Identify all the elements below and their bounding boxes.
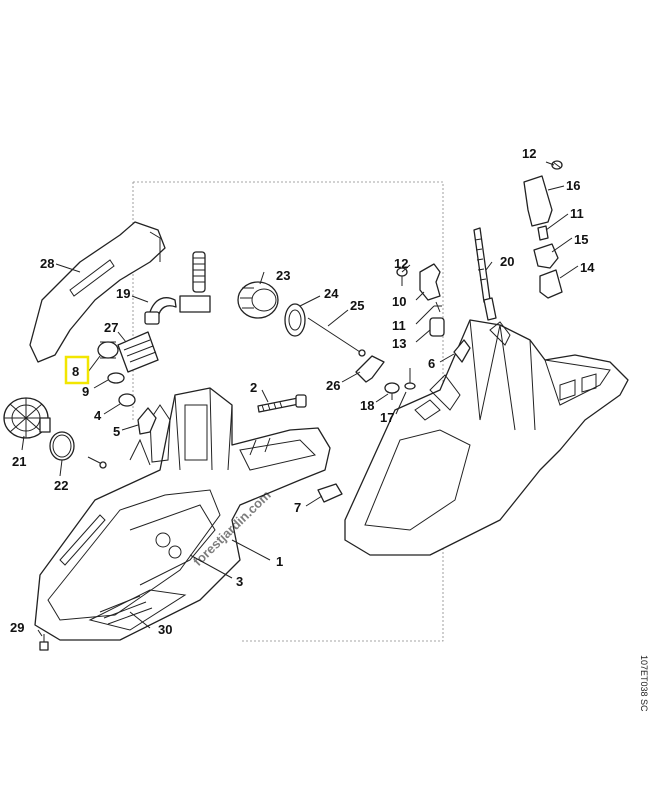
part-25-rod (307, 317, 361, 353)
callout-25: 25 (350, 298, 364, 313)
callout-24: 24 (324, 286, 339, 301)
callout-9: 9 (82, 384, 89, 399)
part-28-handle-grip (29, 221, 166, 363)
part-5 (137, 407, 157, 435)
callout-18: 18 (360, 398, 374, 413)
highlight-box (64, 355, 90, 385)
part-21-cap (3, 397, 51, 439)
part-9-o-ring (107, 372, 125, 384)
callout-16: 16 (566, 178, 580, 193)
part-2-bolt (257, 394, 307, 413)
drawing-code: 107ET038 SC (639, 655, 649, 712)
handle-housing-left (34, 387, 331, 641)
handle-housing-right (344, 319, 629, 556)
part-24-disc (284, 303, 306, 337)
callout-20: 20 (500, 254, 514, 269)
callout-17: 17 (380, 410, 394, 425)
small-screw (87, 456, 103, 465)
callout-14: 14 (580, 260, 595, 275)
callout-29: 29 (10, 620, 24, 635)
part-11-spring-top (537, 225, 549, 241)
part-6 (453, 339, 471, 363)
callout-23: 23 (276, 268, 290, 283)
part-20-cable (473, 227, 497, 321)
callout-11-top: 11 (570, 206, 584, 221)
callout-5: 5 (113, 424, 120, 439)
part-7-slide (317, 483, 343, 503)
part-4-grommet (118, 393, 136, 407)
callout-12-middle: 12 (394, 256, 408, 271)
callout-30: 30 (158, 622, 172, 637)
part-15-cap (533, 243, 559, 269)
part-19-fuel-hose (144, 251, 211, 325)
callout-22: 22 (54, 478, 68, 493)
callout-6: 6 (428, 356, 435, 371)
callout-4: 4 (94, 408, 102, 423)
callout-7: 7 (294, 500, 301, 515)
callout-19: 19 (116, 286, 130, 301)
callout-8: 8 (72, 364, 79, 379)
part-12-screw-top (551, 160, 563, 170)
part-18-screw (384, 382, 400, 400)
part-11-spring-middle (434, 301, 442, 313)
callout-10: 10 (392, 294, 406, 309)
callout-1: 1 (276, 554, 283, 569)
leader-lines (21, 161, 579, 637)
callout-26: 26 (326, 378, 340, 393)
part-13-cylinder (429, 317, 445, 337)
part-26-lever (355, 355, 385, 383)
part-23-ring (237, 281, 279, 319)
part-27-fuel-filter (97, 331, 159, 373)
callout-2: 2 (250, 380, 257, 395)
part-29-screw (39, 634, 49, 651)
callout-21: 21 (12, 454, 26, 469)
callout-11-middle: 11 (392, 318, 406, 333)
callout-15: 15 (574, 232, 588, 247)
callout-13: 13 (392, 336, 406, 351)
callout-labels: 1 2 3 4 5 6 7 8 9 10 11 11 12 12 13 14 1… (10, 146, 595, 637)
part-14-knob (539, 269, 563, 299)
part-16-trigger (523, 175, 553, 227)
part-10-knob (419, 263, 441, 301)
part-22-gasket (49, 431, 75, 461)
callout-3: 3 (236, 574, 243, 589)
callout-27: 27 (104, 320, 118, 335)
part-17-pin (404, 368, 416, 390)
callout-12-top: 12 (522, 146, 536, 161)
callout-28: 28 (40, 256, 54, 271)
